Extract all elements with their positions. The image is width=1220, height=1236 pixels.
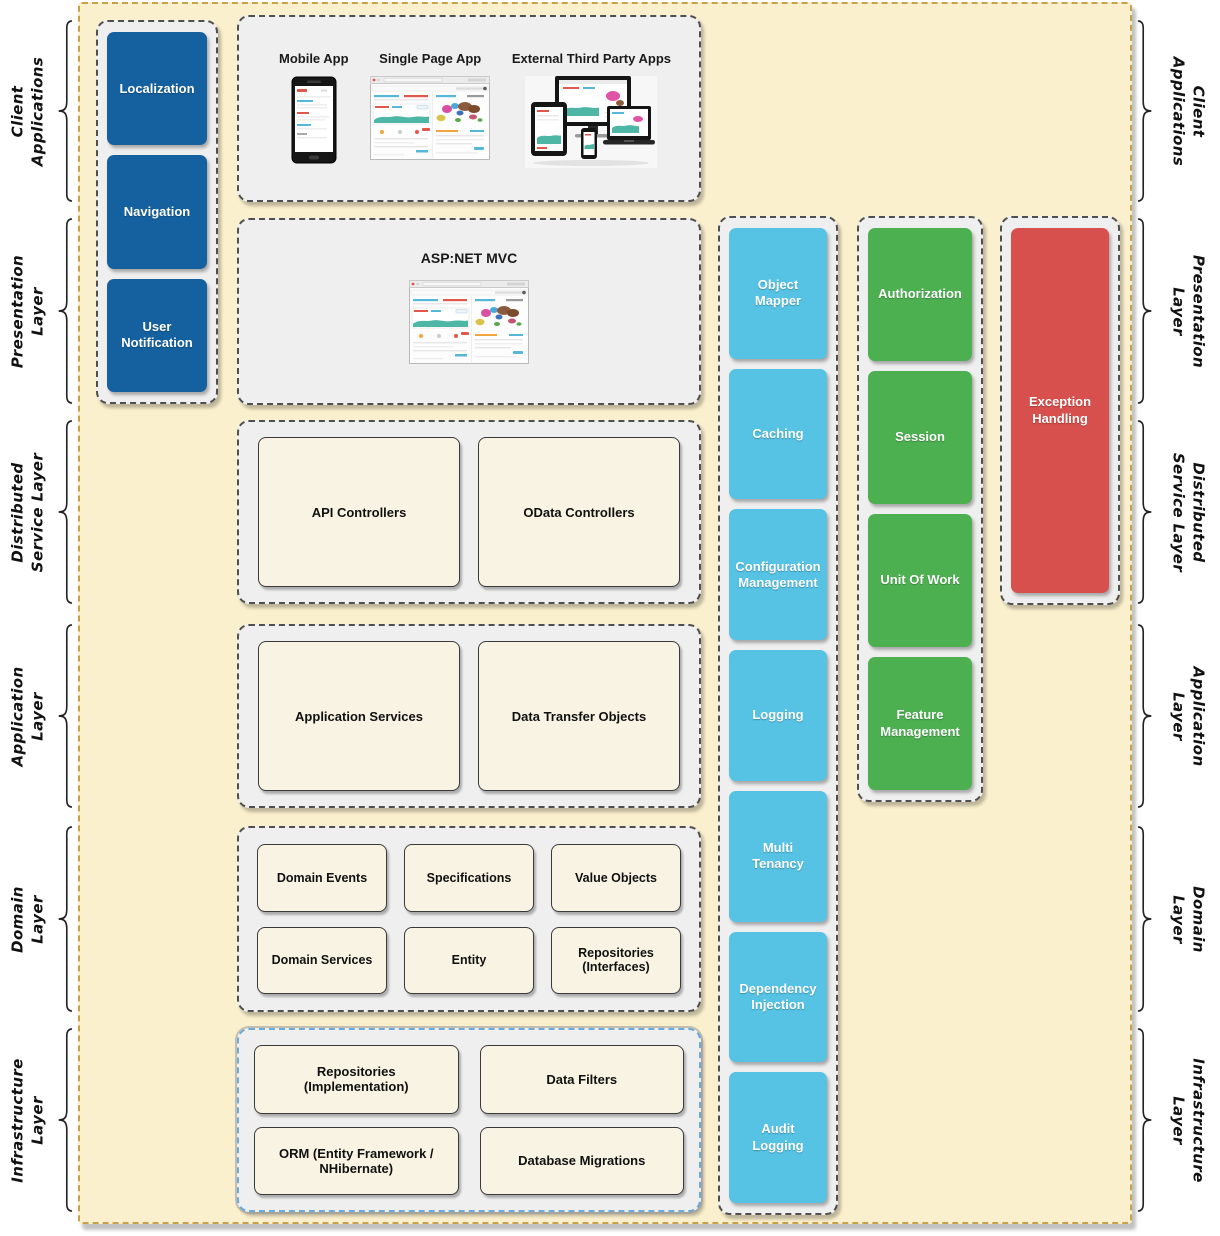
- crosscutting-cyan-group: Object Mapper Caching Configuration Mana…: [718, 216, 838, 1215]
- crosscutting-red-group: Exception Handling: [1000, 216, 1120, 605]
- box-application-services: Application Services: [258, 641, 460, 791]
- crosscutting-ui-group: Localization Navigation User Notificatio…: [96, 20, 218, 404]
- box-authorization: Authorization: [868, 228, 972, 361]
- box-logging: Logging: [729, 650, 827, 781]
- crosscutting-green-group: Authorization Session Unit Of Work Featu…: [857, 216, 983, 802]
- mobile-app-label: Mobile App: [279, 51, 349, 66]
- curly-brace-left-icon: [58, 624, 73, 808]
- external-apps-figure: External Third Party Apps: [512, 51, 671, 168]
- application-layer-group: Application Services Data Transfer Objec…: [237, 624, 701, 808]
- box-repositories-interfaces: Repositories (Interfaces): [551, 926, 681, 994]
- box-odata-controllers: OData Controllers: [478, 437, 680, 587]
- curly-brace-right-icon: [1137, 420, 1152, 604]
- curly-brace-right-icon: [1137, 624, 1152, 808]
- box-data-transfer-objects: Data Transfer Objects: [478, 641, 680, 791]
- mobile-phone-icon: [291, 76, 337, 164]
- presentation-layer-group: ASP:NET MVC: [237, 218, 701, 405]
- single-page-app-label: Single Page App: [379, 51, 482, 66]
- box-audit-logging: Audit Logging: [729, 1072, 827, 1204]
- box-orm: ORM (Entity Framework / NHibernate): [254, 1126, 459, 1195]
- multi-device-icon: [525, 76, 658, 168]
- curly-brace-left-icon: [58, 218, 73, 404]
- box-navigation: Navigation: [107, 155, 207, 269]
- box-api-controllers: API Controllers: [258, 437, 460, 587]
- client-applications-group: Mobile App: [237, 15, 701, 202]
- box-configuration-management: Configuration Management: [729, 509, 827, 641]
- aspnet-mvc-title: ASP:NET MVC: [420, 250, 518, 266]
- curly-brace-left-icon: [58, 826, 73, 1012]
- box-multi-tenancy: Multi Tenancy: [729, 790, 827, 922]
- aspnet-mvc-screenshot-icon: [409, 280, 529, 364]
- box-localization: Localization: [107, 32, 207, 146]
- box-data-filters: Data Filters: [479, 1045, 684, 1114]
- box-user-notification: User Notification: [107, 278, 207, 392]
- box-repositories-implementation: Repositories (Implementation): [254, 1045, 459, 1114]
- box-unit-of-work: Unit Of Work: [868, 514, 972, 647]
- curly-brace-right-icon: [1137, 1028, 1152, 1212]
- dashboard-browser-icon: [370, 76, 491, 160]
- mobile-app-figure: Mobile App: [279, 51, 349, 164]
- external-apps-label: External Third Party Apps: [511, 51, 671, 66]
- box-specifications: Specifications: [404, 844, 534, 912]
- curly-brace-right-icon: [1137, 218, 1152, 404]
- box-caching: Caching: [729, 368, 827, 500]
- single-page-app-figure: Single Page App: [370, 51, 491, 160]
- box-feature-management: Feature Management: [868, 657, 972, 790]
- domain-layer-group: Domain Events Specifications Value Objec…: [237, 826, 701, 1012]
- distributed-service-layer-group: API Controllers OData Controllers: [237, 420, 701, 604]
- box-dependency-injection: Dependency Injection: [729, 931, 827, 1063]
- curly-brace-left-icon: [58, 20, 73, 202]
- curly-brace-left-icon: [58, 420, 73, 604]
- box-domain-events: Domain Events: [257, 844, 387, 912]
- curly-brace-right-icon: [1137, 826, 1152, 1012]
- box-entity: Entity: [404, 926, 534, 994]
- box-database-migrations: Database Migrations: [479, 1126, 684, 1195]
- infrastructure-layer-group: Repositories (Implementation) Data Filte…: [237, 1028, 701, 1212]
- box-exception-handling: Exception Handling: [1011, 228, 1109, 593]
- box-object-mapper: Object Mapper: [729, 228, 827, 359]
- curly-brace-right-icon: [1137, 20, 1152, 202]
- box-domain-services: Domain Services: [257, 926, 387, 994]
- curly-brace-left-icon: [58, 1028, 73, 1212]
- box-value-objects: Value Objects: [551, 844, 681, 912]
- box-session: Session: [868, 371, 972, 504]
